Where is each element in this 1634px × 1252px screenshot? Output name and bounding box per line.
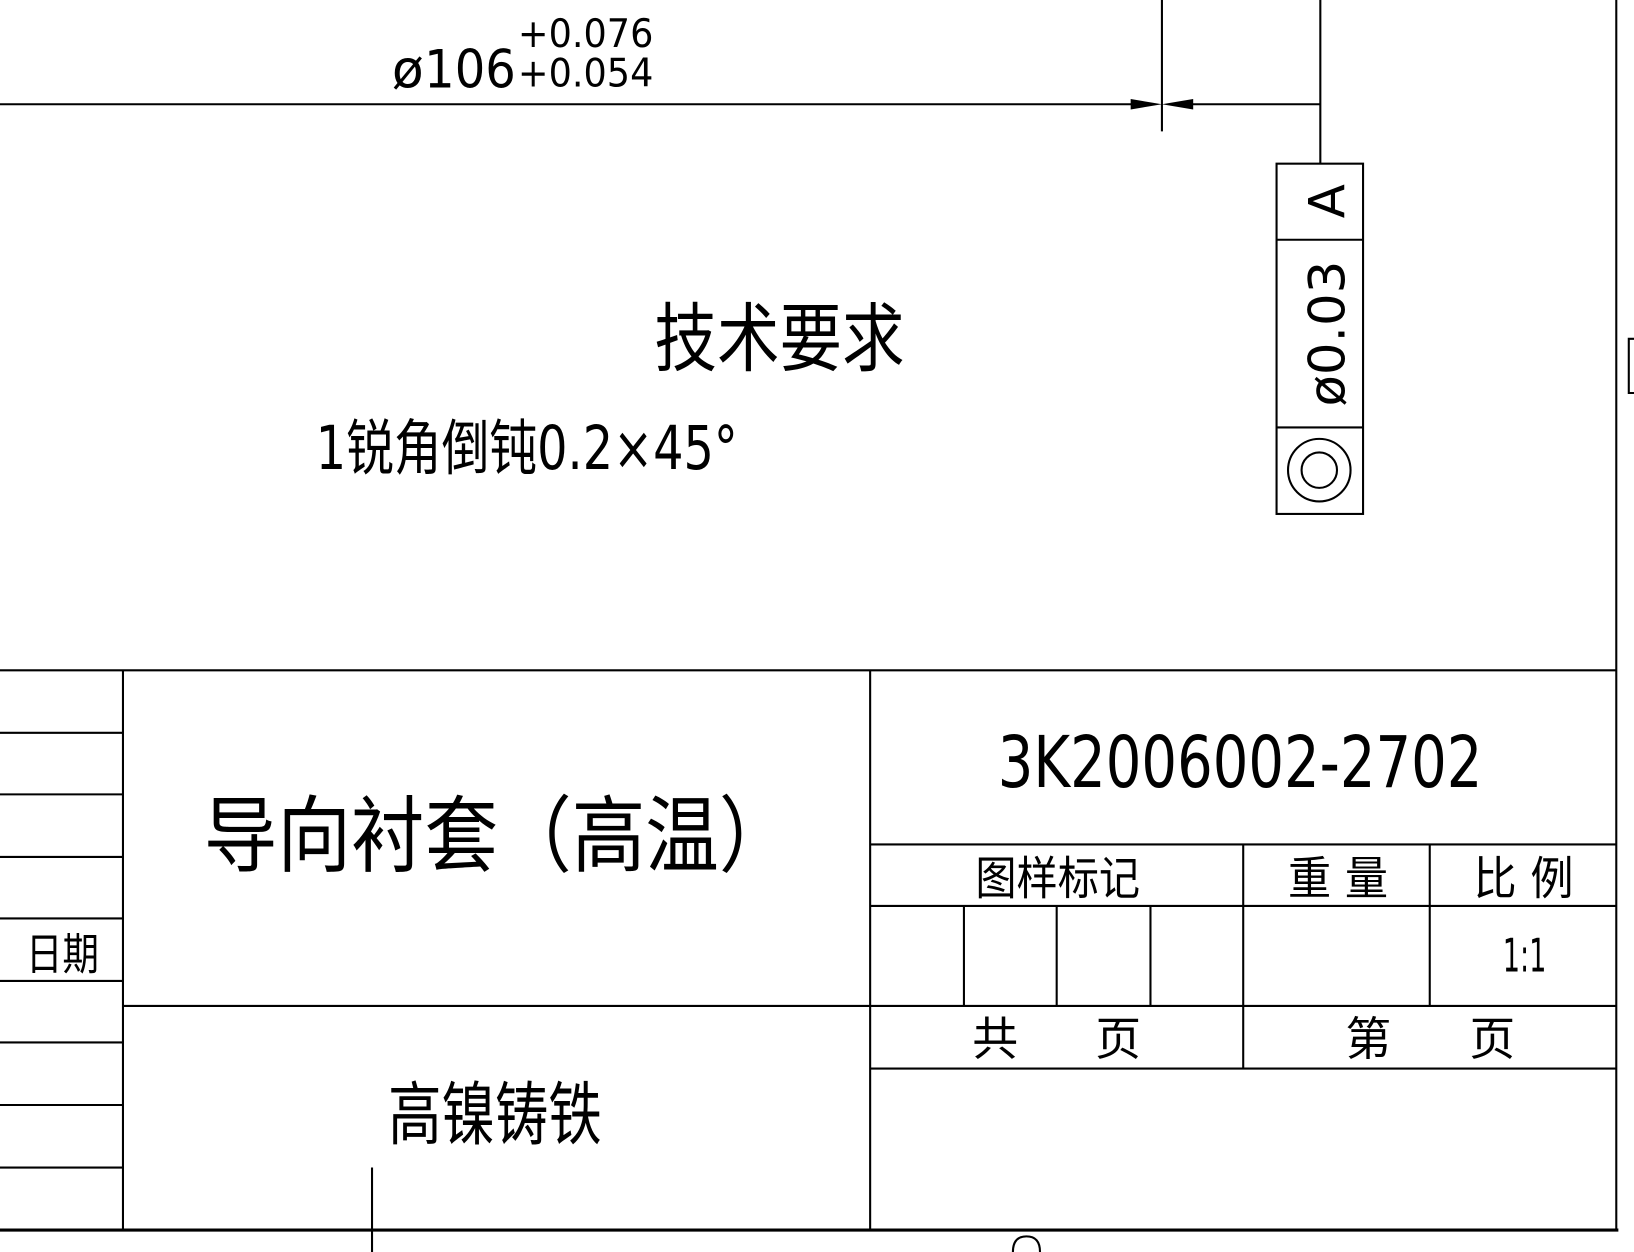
tolerance-value: ø0.03: [1298, 261, 1356, 407]
weight-label: 重 量: [1288, 851, 1388, 905]
concentricity-icon: [1286, 437, 1352, 503]
datum-label: A: [1298, 184, 1356, 218]
scale-value: 1:1: [1503, 929, 1547, 983]
feature-control-frame: A ø0.03: [1275, 162, 1365, 515]
material: 高镍铸铁: [388, 1075, 602, 1155]
notes-heading: 技术要求: [654, 295, 904, 383]
scale-label: 比 例: [1474, 851, 1574, 905]
lower-tolerance: +0.054: [518, 51, 653, 97]
dimension-nominal: 106: [424, 41, 516, 101]
page-label-2: 页: [1469, 1012, 1515, 1066]
drawing-number: 3K2006002-2702: [998, 721, 1483, 804]
part-name: 导向衬套（高温）: [204, 788, 793, 885]
title-block: 日期 导向衬套（高温） 3K2006002-2702 图样标记 重 量 比 例 …: [0, 669, 1619, 1252]
arrow-right-icon: [1130, 99, 1162, 110]
total-label: 共: [972, 1012, 1018, 1066]
note-item: 1锐角倒钝0.2×45°: [316, 414, 738, 484]
pattern-mark-label: 图样标记: [975, 851, 1140, 905]
date-label: 日期: [26, 929, 99, 980]
diameter-dimension: ø 106 +0.076 +0.054: [0, 0, 1322, 164]
upper-tolerance: +0.076: [518, 11, 653, 57]
diameter-symbol: ø: [392, 41, 424, 101]
edge-mark: [1627, 337, 1634, 395]
sheet-label: 第: [1345, 1012, 1391, 1066]
page-label-1: 页: [1095, 1012, 1141, 1066]
arrow-left-icon: [1161, 99, 1194, 110]
